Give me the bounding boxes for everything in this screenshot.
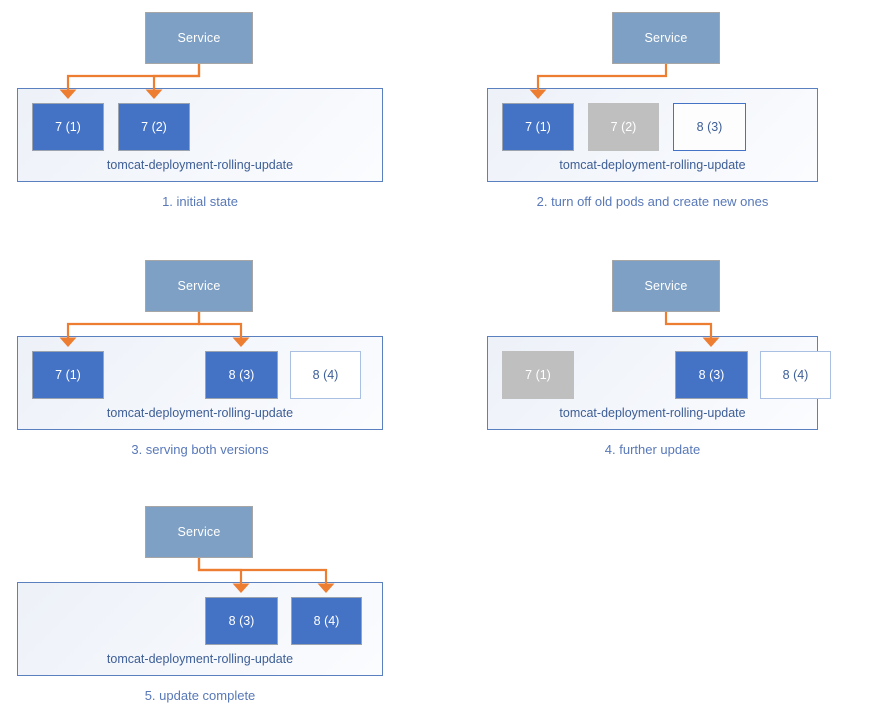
service-box[interactable]: Service <box>145 12 253 64</box>
pod-label: 8 (3) <box>228 613 255 628</box>
pod-8-3[interactable]: 8 (3) <box>675 351 748 399</box>
service-label: Service <box>177 30 221 45</box>
pod-label: 7 (1) <box>55 119 81 134</box>
pod-label: 8 (3) <box>696 119 723 134</box>
pod-7-1[interactable]: 7 (1) <box>32 351 104 399</box>
deployment-name-label: tomcat-deployment-rolling-update <box>106 157 294 172</box>
pod-label: 7 (2) <box>141 119 167 134</box>
pod-7-2[interactable]: 7 (2) <box>588 103 659 151</box>
deployment-name-label: tomcat-deployment-rolling-update <box>559 405 746 420</box>
panel-caption: 4. further update <box>604 442 701 457</box>
service-label: Service <box>644 30 688 45</box>
service-label: Service <box>177 278 221 293</box>
pod-label: 7 (1) <box>525 119 551 134</box>
service-label: Service <box>177 524 221 539</box>
pod-7-1[interactable]: 7 (1) <box>502 351 574 399</box>
pod-8-3[interactable]: 8 (3) <box>673 103 746 151</box>
pod-8-3[interactable]: 8 (3) <box>205 351 278 399</box>
pod-8-3[interactable]: 8 (3) <box>205 597 278 645</box>
service-box[interactable]: Service <box>612 12 720 64</box>
pod-label: 7 (2) <box>610 119 637 134</box>
pod-label: 8 (3) <box>698 367 725 382</box>
deployment-name-label: tomcat-deployment-rolling-update <box>106 651 294 666</box>
pod-label: 8 (3) <box>228 367 255 382</box>
deployment-name-label: tomcat-deployment-rolling-update <box>106 405 294 420</box>
panel-caption: 3. serving both versions <box>131 442 269 457</box>
pod-label: 7 (1) <box>55 367 81 382</box>
pod-7-1[interactable]: 7 (1) <box>32 103 104 151</box>
pod-7-2[interactable]: 7 (2) <box>118 103 190 151</box>
service-box[interactable]: Service <box>612 260 720 312</box>
panel-caption: 1. initial state <box>162 194 238 209</box>
pod-label: 8 (4) <box>312 367 339 382</box>
service-box[interactable]: Service <box>145 260 253 312</box>
pod-8-4[interactable]: 8 (4) <box>291 597 362 645</box>
service-box[interactable]: Service <box>145 506 253 558</box>
pod-8-4[interactable]: 8 (4) <box>760 351 831 399</box>
pod-8-4[interactable]: 8 (4) <box>290 351 361 399</box>
pod-label: 7 (1) <box>525 367 551 382</box>
pod-label: 8 (4) <box>313 613 340 628</box>
panel-caption: 2. turn off old pods and create new ones <box>536 194 769 209</box>
panel-caption: 5. update complete <box>144 688 256 703</box>
service-label: Service <box>644 278 688 293</box>
pod-label: 8 (4) <box>782 367 809 382</box>
deployment-name-label: tomcat-deployment-rolling-update <box>559 157 746 172</box>
pod-7-1[interactable]: 7 (1) <box>502 103 574 151</box>
